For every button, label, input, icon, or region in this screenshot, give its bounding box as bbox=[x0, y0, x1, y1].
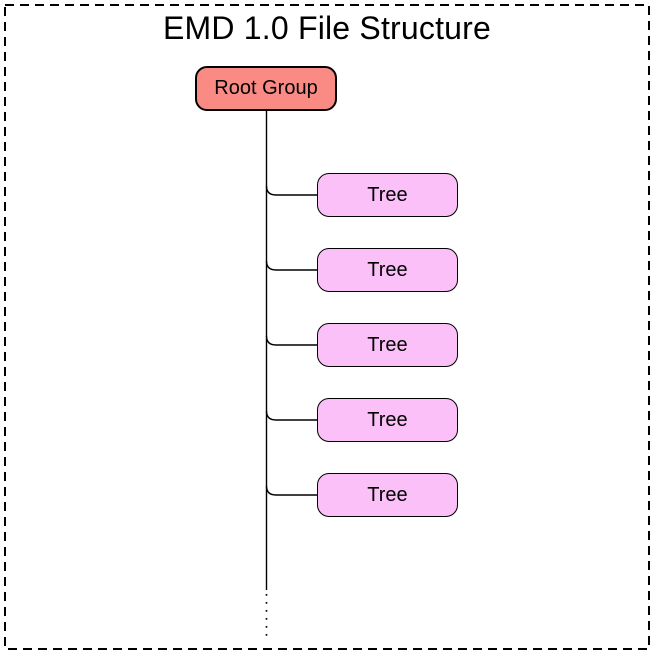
dashed-border bbox=[4, 4, 650, 650]
node-tree: Tree bbox=[317, 473, 458, 517]
branch-connector bbox=[265, 260, 317, 271]
node-tree: Tree bbox=[317, 323, 458, 367]
node-root-group: Root Group bbox=[195, 66, 337, 111]
branch-connector bbox=[265, 410, 317, 421]
node-tree: Tree bbox=[317, 398, 458, 442]
node-tree: Tree bbox=[317, 248, 458, 292]
branch-connector bbox=[265, 335, 317, 346]
branch-connector bbox=[265, 485, 317, 496]
branch-connector bbox=[265, 185, 317, 196]
node-tree: Tree bbox=[317, 173, 458, 217]
diagram-title: EMD 1.0 File Structure bbox=[162, 10, 492, 46]
